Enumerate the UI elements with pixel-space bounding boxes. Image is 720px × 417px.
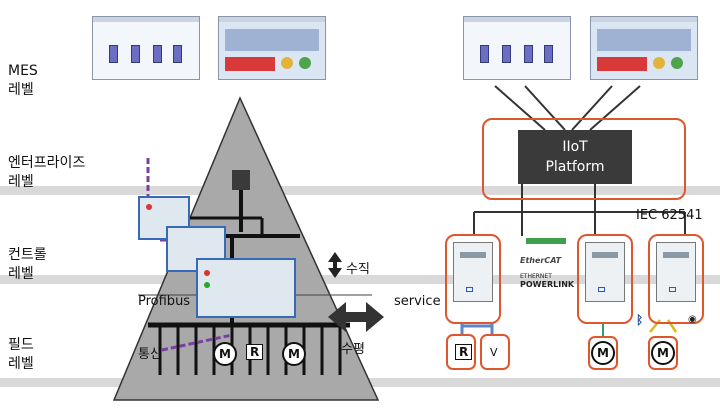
- platform-label-line: Platform: [545, 159, 605, 175]
- field-device-frame: [588, 336, 618, 370]
- level-label-line: 엔터프라이즈: [8, 155, 86, 171]
- plc-controller: [585, 242, 625, 302]
- motor-icon: M: [651, 341, 675, 365]
- ethercat-logo: EtherCAT: [520, 256, 562, 265]
- mes-screen-thumbnail: [463, 16, 571, 80]
- mes-screen-thumbnail: [92, 16, 200, 80]
- purple-link: [161, 333, 233, 352]
- enterprise-server-block: [232, 170, 250, 190]
- status-led: [204, 282, 210, 288]
- valve-icon: V: [490, 346, 498, 359]
- ethernet-logo: ETHERNET: [520, 273, 552, 280]
- motor-icon: M: [213, 342, 237, 366]
- standard-label: IEC 62541: [636, 208, 703, 223]
- iiot-platform-box: IIoT Platform: [518, 130, 632, 184]
- fieldbus-logos: EtherCAT ETHERNET POWERLINK: [520, 236, 576, 306]
- level-label-line: 레벨: [8, 356, 34, 372]
- level-label-field: 필드 레벨: [8, 336, 34, 374]
- level-label-line: 레벨: [8, 82, 34, 98]
- motor-icon: M: [282, 342, 306, 366]
- mes-dashboard-thumbnail: [590, 16, 698, 80]
- plc-controller: [656, 242, 696, 302]
- wifi-icon: ◉: [688, 314, 697, 325]
- controller-frame: [445, 234, 501, 324]
- level-label-enterprise: 엔터프라이즈 레벨: [8, 154, 85, 192]
- horizontal-label: 수평: [341, 342, 365, 357]
- iiot-platform-frame: [482, 118, 686, 200]
- field-device-frame: [480, 334, 510, 370]
- level-label-line: 레벨: [8, 174, 34, 190]
- level-label-line: MES: [8, 63, 38, 79]
- platform-label-line: IIoT: [562, 139, 588, 155]
- powerlink-logo: POWERLINK: [520, 280, 575, 289]
- horizontal-arrow-icon: [328, 302, 384, 332]
- controller-frame: [577, 234, 633, 324]
- level-label-mes: MES 레벨: [8, 62, 38, 100]
- relay-icon: R: [455, 344, 473, 360]
- vertical-label: 수직: [346, 262, 370, 277]
- status-led: [204, 270, 210, 276]
- bluetooth-icon: ᛒ: [636, 313, 644, 327]
- relay-icon: R: [246, 344, 264, 360]
- level-label-line: 컨트롤: [8, 247, 47, 263]
- communication-label: 통신: [138, 347, 162, 362]
- motor-icon: M: [591, 341, 615, 365]
- level-label-line: 필드: [8, 337, 34, 353]
- level-label-line: 레벨: [8, 266, 34, 282]
- status-led: [146, 204, 152, 210]
- level-label-control: 컨트롤 레벨: [8, 246, 47, 284]
- field-device-frame: [446, 334, 476, 370]
- controller-frame: [648, 234, 704, 324]
- vertical-arrow-icon: [328, 252, 342, 278]
- plc-controller: [453, 242, 493, 302]
- plc-rack: [196, 258, 296, 318]
- profibus-label: Profibus: [138, 294, 191, 309]
- level-divider-band: [0, 275, 720, 284]
- mes-dashboard-thumbnail: [218, 16, 326, 80]
- service-label: service: [394, 294, 441, 309]
- field-device-frame: [648, 336, 678, 370]
- level-divider-band: [0, 186, 720, 195]
